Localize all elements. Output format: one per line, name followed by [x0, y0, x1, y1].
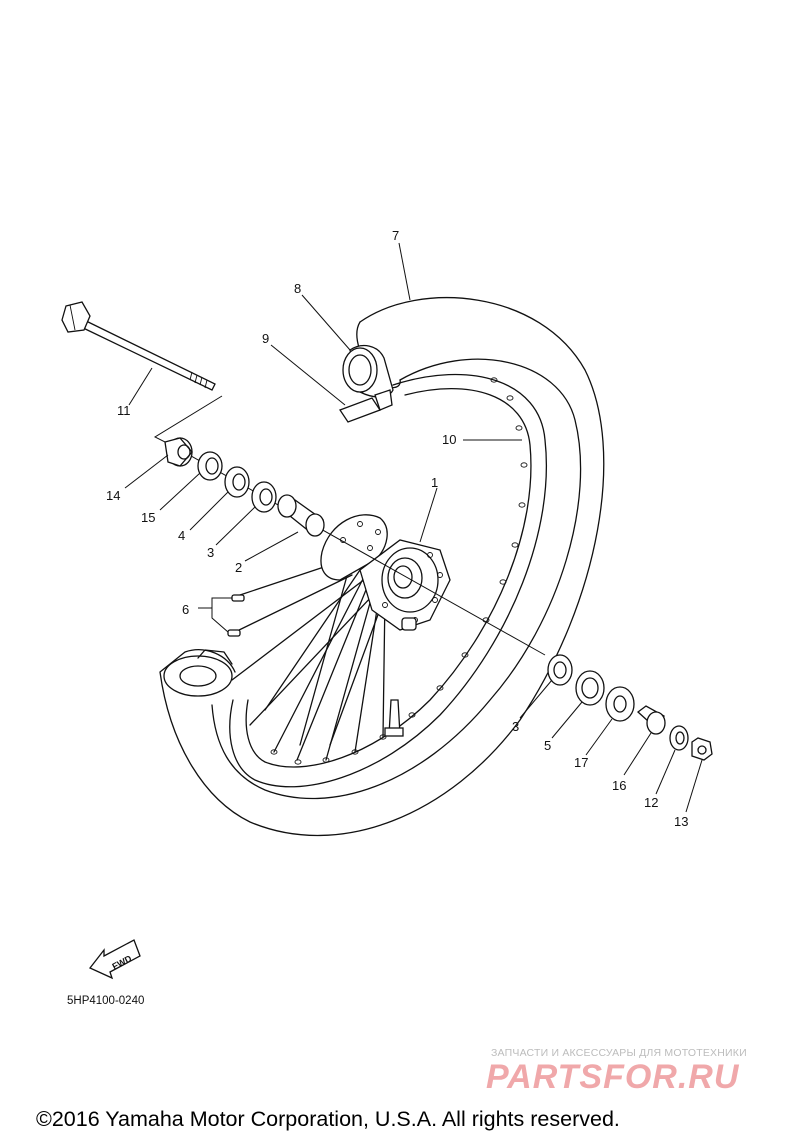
tire-cut-end-bottom: [163, 655, 233, 697]
rim-inner: [245, 388, 532, 768]
tire-rim-assembly: [159, 297, 605, 837]
rim-spoke-holes: [270, 377, 528, 765]
washer-part-12: [669, 725, 689, 751]
bearing-part-3-right: [547, 654, 573, 686]
callout-4: 4: [178, 528, 185, 543]
partsfor-watermark: ЗАПЧАСТИ И АКСЕССУАРЫ ДЛЯ МОТОТЕХНИКИ PA…: [486, 1047, 747, 1096]
spacer-part-2: [277, 494, 325, 537]
callout-16: 16: [612, 778, 626, 793]
copyright-notice: ©2016 Yamaha Motor Corporation, U.S.A. A…: [36, 1107, 620, 1131]
callout-3-left: 3: [207, 545, 214, 560]
callout-10: 10: [442, 432, 456, 447]
rim-band-part-9: [339, 389, 393, 423]
nut-part-13: [691, 737, 713, 761]
callout-13: 13: [674, 814, 688, 829]
collar-part-16: [636, 705, 666, 735]
watermark-brand: PARTSFOR.RU: [486, 1058, 740, 1096]
callout-9: 9: [262, 331, 269, 346]
oil-seal-part-5: [575, 670, 605, 706]
rim-outer: [229, 373, 547, 788]
axle-part-11: [61, 301, 216, 391]
callout-numbers: 7 8 9 10 1 11 14 15 4 3 2 6 3 5 17 16 12…: [106, 228, 688, 829]
leader-lines: [124, 242, 703, 813]
callout-17: 17: [574, 755, 588, 770]
collar-part-14: [164, 437, 193, 467]
callout-8: 8: [294, 281, 301, 296]
valve-stem: [384, 699, 404, 737]
hub-part-1: [320, 514, 451, 631]
fwd-arrow-icon: FWD: [88, 939, 141, 980]
callout-15: 15: [141, 510, 155, 525]
callout-6: 6: [182, 602, 189, 617]
callout-1: 1: [431, 475, 438, 490]
tire-inner-edge: [211, 358, 582, 800]
callout-3-right: 3: [512, 719, 519, 734]
bearing-part-4: [224, 466, 250, 498]
tire-outer: [159, 297, 605, 837]
callout-11: 11: [117, 403, 131, 418]
oil-seal-part-15: [197, 451, 223, 481]
washer-part-17: [605, 686, 635, 722]
callout-2: 2: [235, 560, 242, 575]
callout-14: 14: [106, 488, 120, 503]
callout-7: 7: [392, 228, 399, 243]
callout-12: 12: [644, 795, 658, 810]
callout-5: 5: [544, 738, 551, 753]
tube-part-8: [342, 344, 394, 398]
diagram-part-code: 5HP4100-0240: [67, 995, 144, 1007]
bearing-part-3-left: [251, 481, 277, 513]
watermark-tagline: ЗАПЧАСТИ И АКСЕССУАРЫ ДЛЯ МОТОТЕХНИКИ: [491, 1047, 747, 1059]
